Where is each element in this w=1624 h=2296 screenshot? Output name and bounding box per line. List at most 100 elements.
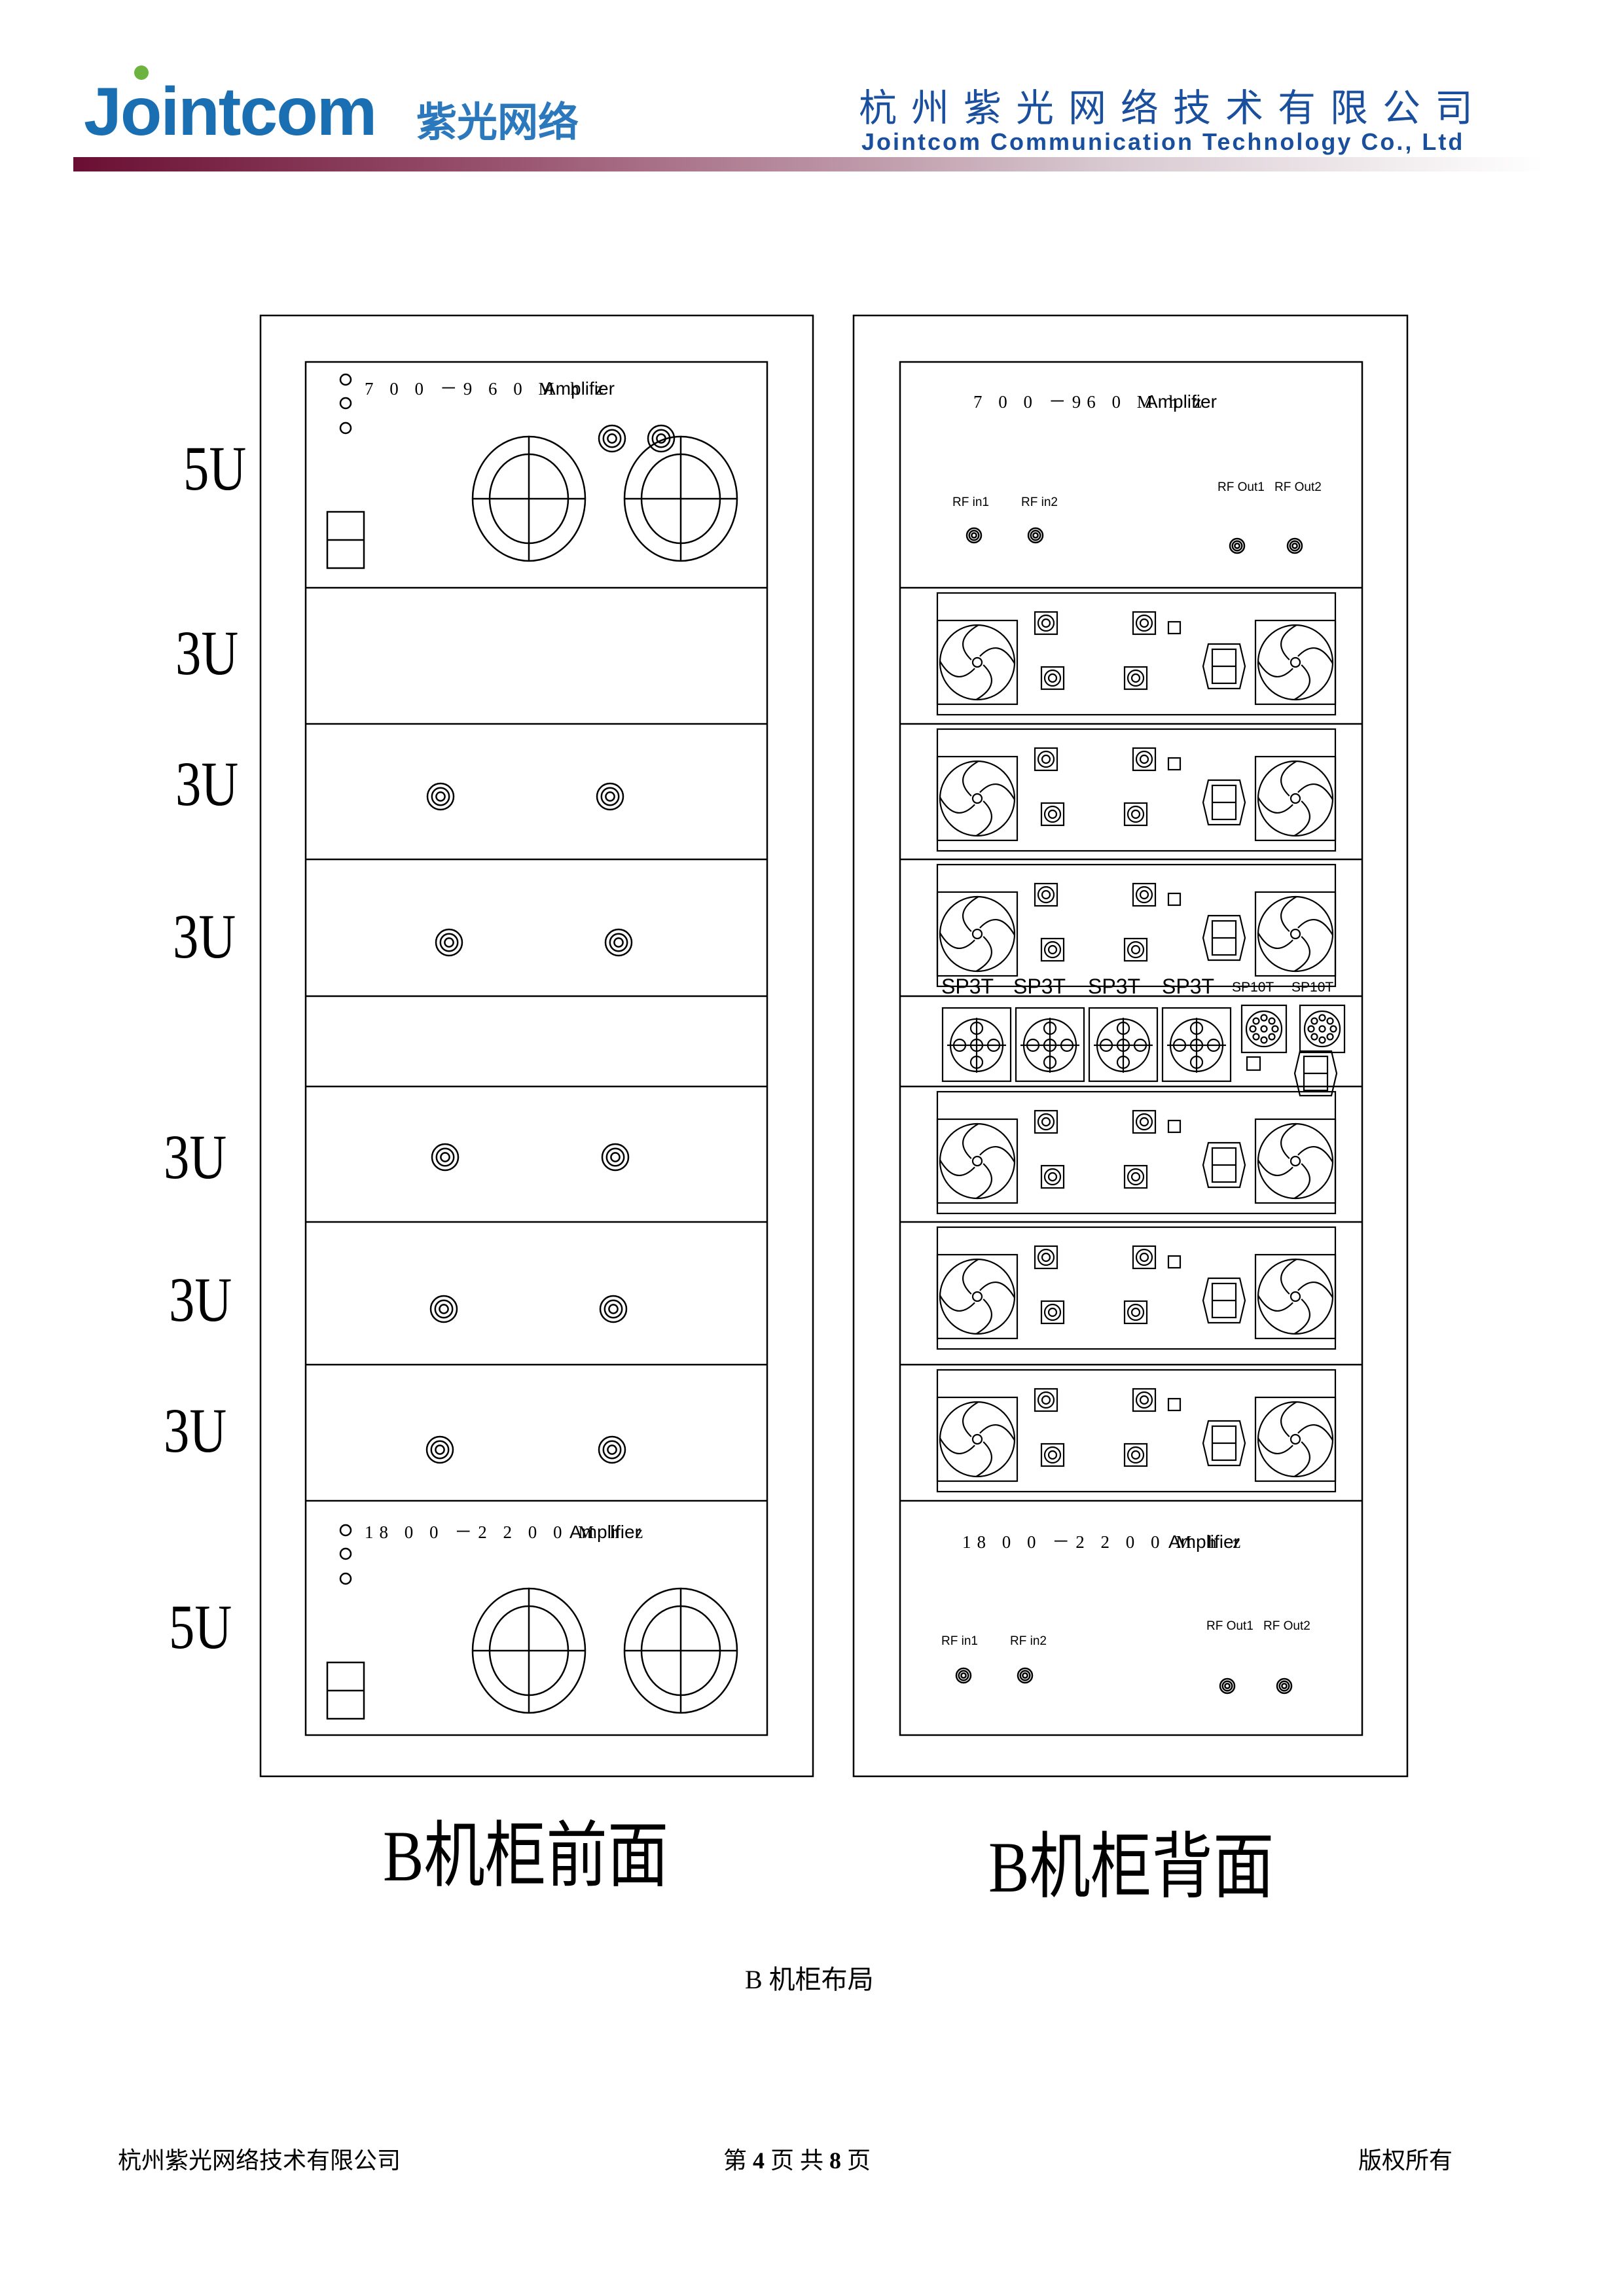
rf-connector-icon xyxy=(596,782,624,811)
logo-dot-icon xyxy=(134,65,149,80)
back-cabinet-title: B机柜背面 xyxy=(988,1827,1274,1907)
back-top-rf-in2: RF in2 xyxy=(1021,495,1058,509)
port-icon xyxy=(1040,1300,1065,1325)
status-led-icon xyxy=(1246,1056,1261,1071)
rf-connector-icon xyxy=(598,1435,626,1464)
unit-label-7: 3U xyxy=(164,1395,227,1465)
back-bottom-rf-out2: RF Out2 xyxy=(1263,1619,1310,1633)
port-dot-icon xyxy=(1307,1025,1315,1033)
sp10t-switch-icon xyxy=(1240,1004,1288,1054)
rf-connector-icon xyxy=(426,782,455,811)
port-dot-icon xyxy=(1260,1036,1268,1044)
back-top-amp-name: Amplifier xyxy=(1146,391,1217,412)
back-top-rf-out2: RF Out2 xyxy=(1274,480,1322,494)
switch-label-1: SP3T xyxy=(941,975,994,998)
led-indicator-icon xyxy=(339,1572,352,1585)
led-indicator-icon xyxy=(339,1524,352,1537)
unit-label-5: 3U xyxy=(164,1122,227,1192)
port-dot-icon xyxy=(1252,1033,1260,1041)
module-fan-left-icon xyxy=(936,619,1019,706)
status-led-icon xyxy=(1167,757,1182,771)
unit-label-1: 5U xyxy=(183,433,247,503)
front-top-amp-name: Amplifier xyxy=(543,378,615,399)
back-module xyxy=(936,1226,1337,1350)
front-top-fan-1-icon xyxy=(471,435,586,562)
status-led-icon xyxy=(1167,1397,1182,1412)
power-port-icon xyxy=(1034,747,1058,772)
led-indicator-icon xyxy=(339,373,352,386)
led-indicator-icon xyxy=(339,1547,352,1560)
power-switch-icon xyxy=(326,1661,365,1720)
port-dot-icon xyxy=(1252,1017,1260,1025)
module-fan-right-icon xyxy=(1254,1118,1337,1204)
port-dot-icon xyxy=(1329,1025,1337,1033)
footer-company: 杭州紫光网络技术有限公司 xyxy=(118,2147,401,2174)
rf-port-icon xyxy=(1286,537,1303,554)
front-top-freq: 7 0 0 －9 6 0 M h z xyxy=(365,379,609,399)
port-dot-icon xyxy=(1318,1036,1326,1044)
unit-label-8: 5U xyxy=(169,1592,232,1662)
port-icon xyxy=(1123,1164,1148,1189)
unit-label-3: 3U xyxy=(175,749,239,819)
rf-port-icon xyxy=(1132,1109,1157,1134)
front-connectors xyxy=(425,424,676,1464)
switch-label-5: SP10T xyxy=(1232,980,1274,995)
back-bottom-freq: 18 0 0 －2 2 0 0 M h z xyxy=(962,1532,1246,1552)
rf-connector-icon xyxy=(425,1435,454,1464)
port-icon xyxy=(1123,1443,1148,1467)
port-dot-icon xyxy=(1268,1017,1276,1025)
handle-icon xyxy=(1293,1050,1338,1097)
module-fan-right-icon xyxy=(1254,891,1337,977)
back-switch-row xyxy=(941,1004,1346,1097)
back-bottom-amp-name: Amplifier xyxy=(1168,1532,1240,1552)
module-fan-left-icon xyxy=(936,891,1019,977)
logo-cn: 紫光网络 xyxy=(416,98,579,146)
port-dot-icon xyxy=(1271,1025,1279,1033)
module-fan-right-icon xyxy=(1254,1396,1337,1482)
figure-caption: B 机柜布局 xyxy=(745,1965,874,1994)
switch-label-3: SP3T xyxy=(1088,975,1140,998)
back-module xyxy=(936,1090,1337,1215)
front-cabinet-title: B机柜前面 xyxy=(383,1816,669,1896)
sp3t-switch-icon xyxy=(941,1007,1012,1083)
rf-connector-icon xyxy=(429,1295,458,1323)
rf-connector-icon xyxy=(431,1143,460,1172)
module-fan-left-icon xyxy=(936,1396,1019,1482)
front-rack xyxy=(304,361,768,1736)
port-icon xyxy=(1040,1164,1065,1189)
status-led-icon xyxy=(1167,1255,1182,1269)
rf-connector-icon xyxy=(647,424,676,453)
module-fan-right-icon xyxy=(1254,1253,1337,1340)
rf-port-icon xyxy=(1027,527,1044,544)
sp3t-switch-icon xyxy=(1161,1007,1232,1083)
unit-label-2: 3U xyxy=(175,618,239,688)
power-switch-icon xyxy=(326,511,365,569)
port-dot-icon xyxy=(1249,1025,1257,1033)
back-module xyxy=(936,863,1337,988)
switch-label-2: SP3T xyxy=(1013,975,1066,998)
footer-page-total: 8 xyxy=(829,2147,842,2174)
module-fan-right-icon xyxy=(1254,619,1337,706)
port-dot-icon xyxy=(1260,1025,1268,1033)
port-dot-icon xyxy=(1310,1033,1318,1041)
port-dot-icon xyxy=(1268,1033,1276,1041)
unit-label-6: 3U xyxy=(169,1265,232,1335)
rf-port-icon xyxy=(965,527,983,544)
handle-icon xyxy=(1202,1141,1246,1189)
back-top-rf-out1: RF Out1 xyxy=(1218,480,1265,494)
rf-port-icon xyxy=(955,1667,972,1684)
back-bottom-rf-out1: RF Out1 xyxy=(1206,1619,1254,1633)
back-cabinet-frame xyxy=(852,314,1409,1778)
back-amp-ports xyxy=(955,527,1303,1695)
front-bottom-amp xyxy=(326,1524,738,1720)
handle-icon xyxy=(1202,1420,1246,1467)
footer-page-number: 4 xyxy=(753,2147,765,2174)
power-port-icon xyxy=(1034,1109,1058,1134)
rf-port-icon xyxy=(1219,1677,1236,1695)
port-icon xyxy=(1123,666,1148,691)
front-bottom-fan-2-icon xyxy=(623,1587,738,1714)
company-name-cn: 杭州紫光网络技术有限公司 xyxy=(859,86,1488,130)
rf-port-icon xyxy=(1276,1677,1293,1695)
status-led-icon xyxy=(1167,892,1182,906)
